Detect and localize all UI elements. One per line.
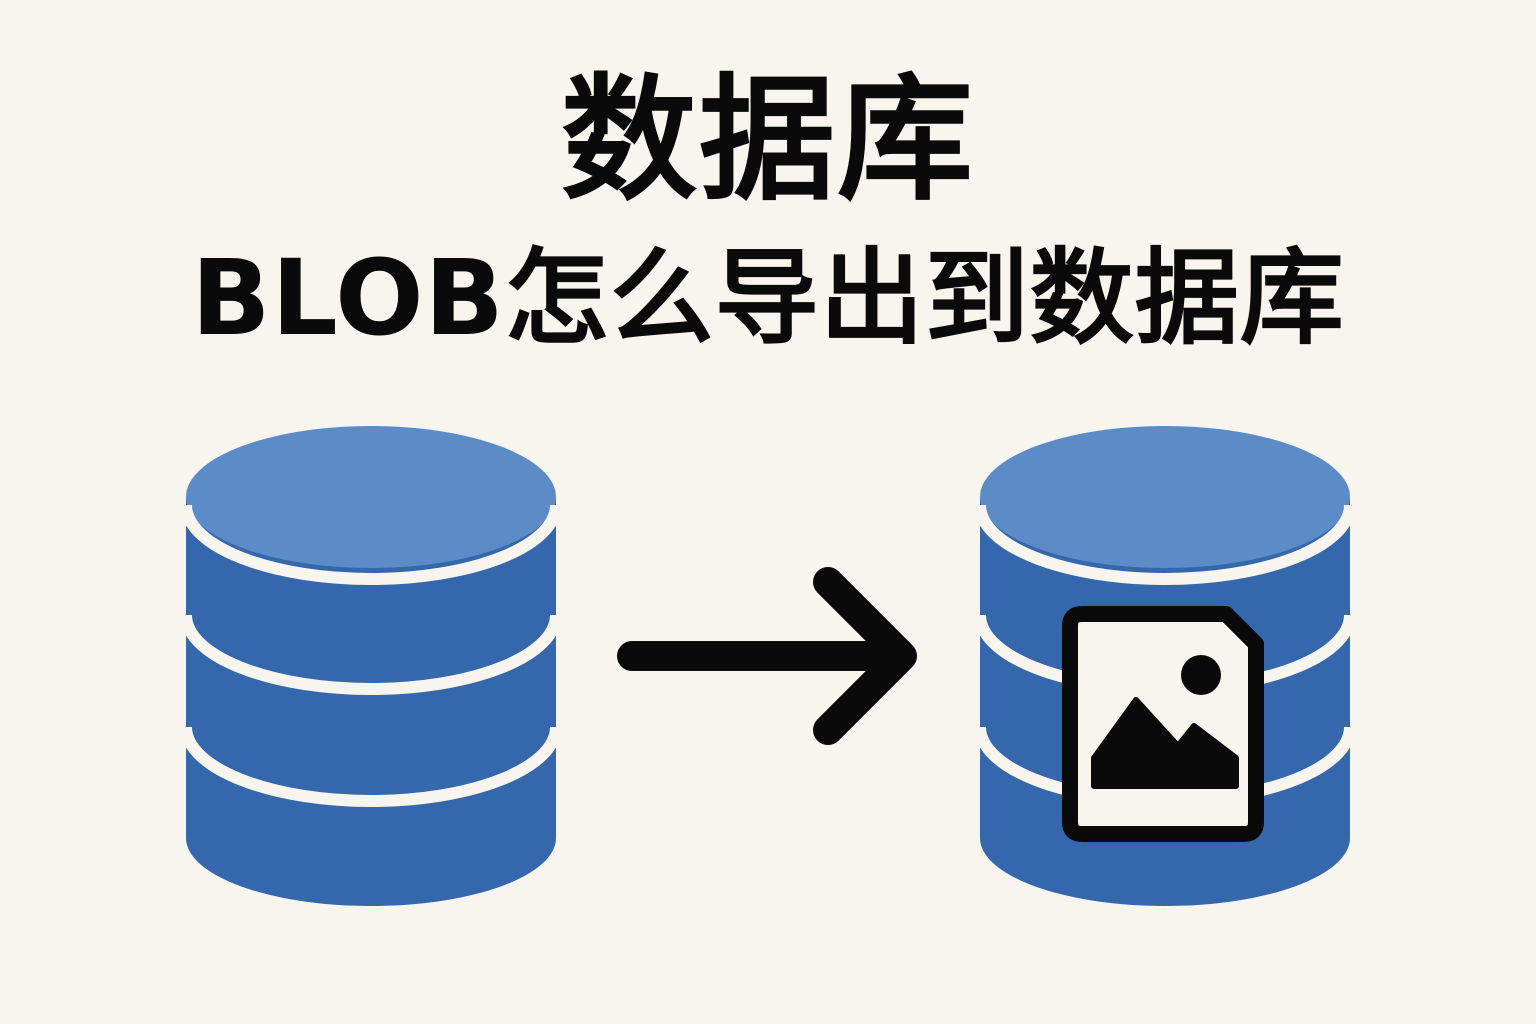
page-title: 数据库 [561,62,975,220]
right-arrow-icon [617,567,917,745]
page-subtitle: BLOB怎么导出到数据库 [191,237,1345,359]
source-database-icon [180,426,562,906]
image-file-icon [1062,606,1264,842]
